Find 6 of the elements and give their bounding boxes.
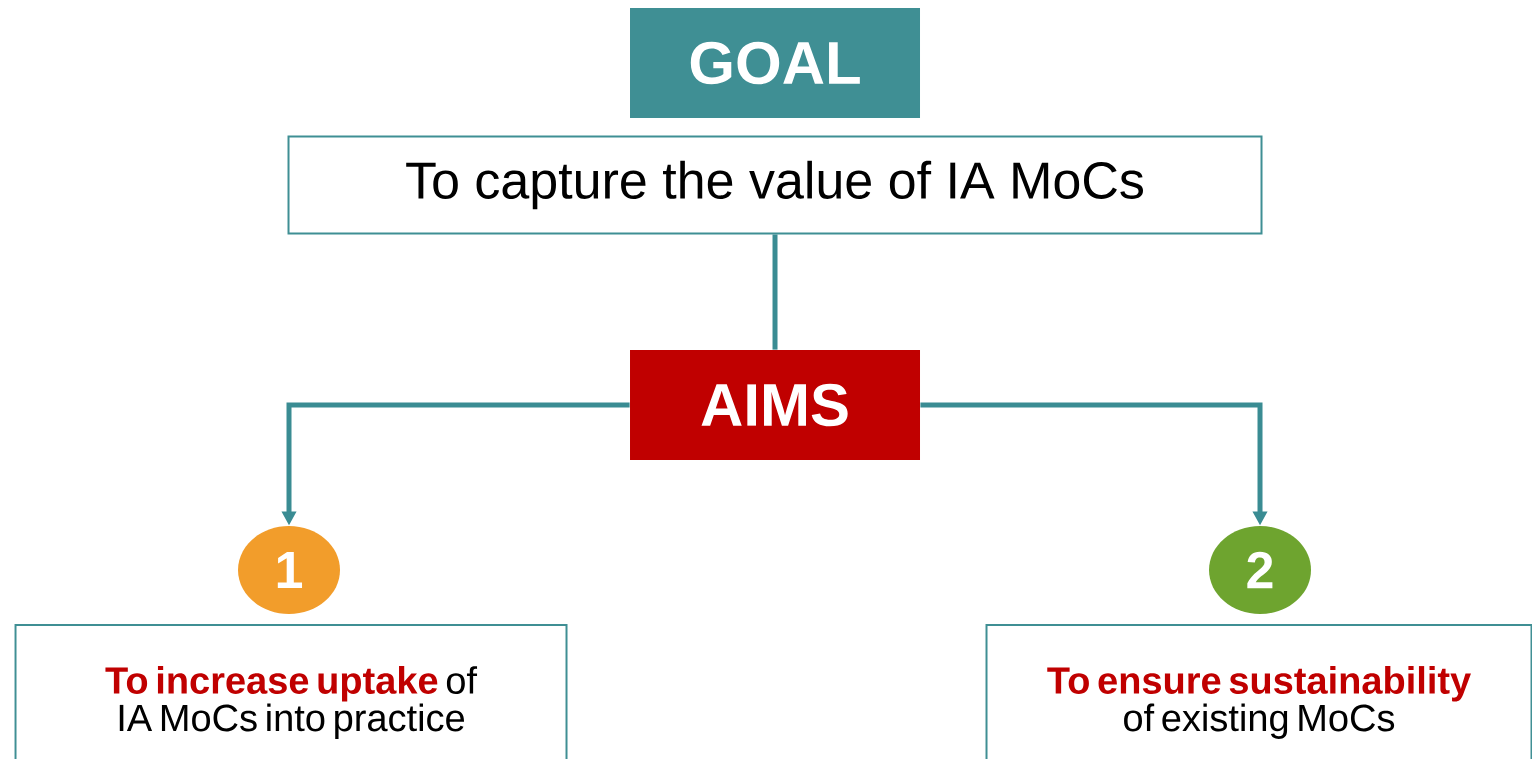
goal-statement-box: To capture the value of IA MoCs [287,135,1263,235]
connector [772,234,778,350]
aim-box: To increase uptake of IA MoCs into practice [14,624,568,759]
aims-box: AIMS [630,350,920,460]
aim-box: To ensure sustainability of existing MoCs [985,624,1532,759]
goal-box: GOAL [630,8,920,118]
